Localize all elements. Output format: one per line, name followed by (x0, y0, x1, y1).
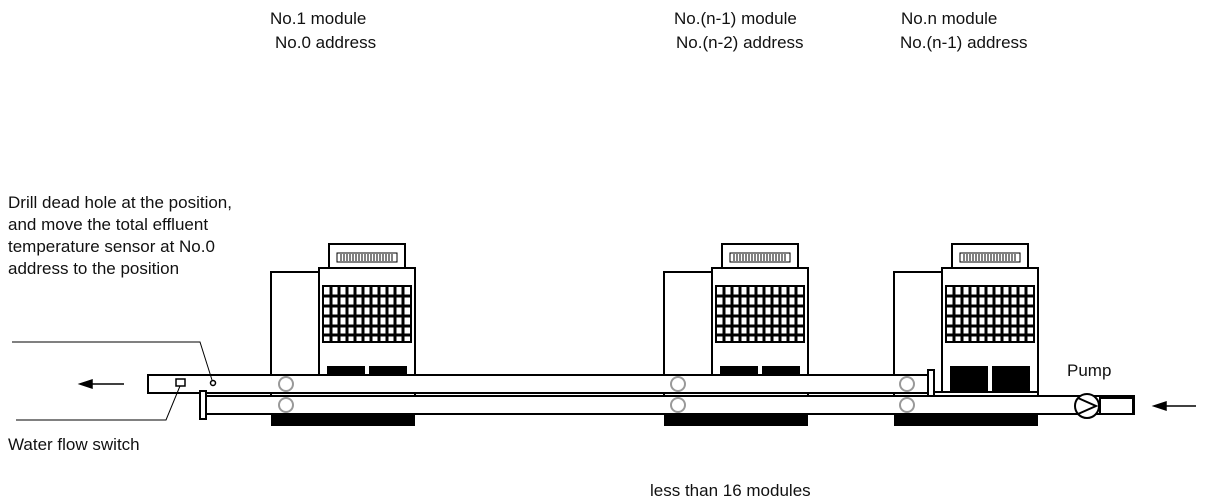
module-label-1: No.1 module (270, 9, 367, 28)
address-label-n-1: No.(n-2) address (676, 33, 804, 52)
module-label-n-1: No.(n-1) module (674, 9, 797, 28)
water-flow-switch-label: Water flow switch (8, 435, 140, 454)
water-flow-switch (175, 378, 186, 387)
drill-note: Drill dead hole at the position, and mov… (8, 193, 232, 278)
pipe-connectors (278, 376, 915, 413)
sensor-hole (209, 379, 217, 387)
footer-label: less than 16 modules (650, 481, 811, 500)
address-label-n: No.(n-1) address (900, 33, 1028, 52)
module-label-n: No.n module (901, 9, 998, 28)
address-label-1: No.0 address (275, 33, 377, 52)
outlet-header-pipe (147, 374, 933, 394)
inlet-header-pipe (203, 395, 1135, 415)
pump-label: Pump (1067, 361, 1112, 380)
